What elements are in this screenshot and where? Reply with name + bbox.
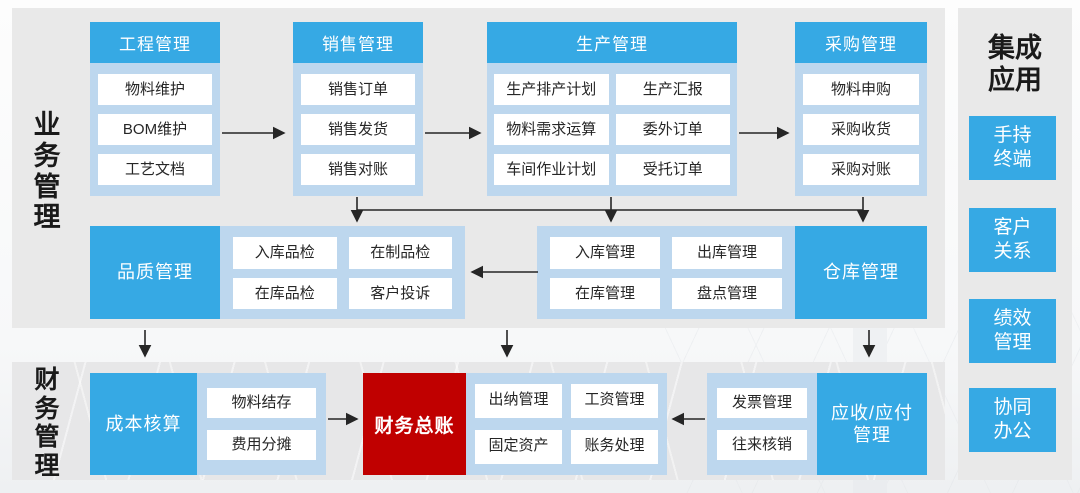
integration-handheld-terminal: 手持 终端 [969,116,1056,180]
item-outsourcing-order: 委外订单 [615,114,730,145]
item-production-scheduling: 生产排产计划 [494,74,609,105]
production-items-left: 生产排产计划 物料需求运算 车间作业计划 [494,65,609,194]
integration-customer-relations: 客户 关系 [969,208,1056,272]
performance-line2: 管理 [993,332,1032,353]
item-purchase-reconciliation: 采购对账 [803,154,919,185]
item-material-balance: 物料结存 [207,388,316,419]
receivable-payable-line2: 管理 [853,425,891,445]
production-items-right: 生产汇报 委外订单 受托订单 [615,65,730,194]
item-incoming-inspection: 入库品检 [233,237,337,269]
receivable-payable-line1: 应收/应付 [830,402,913,423]
production-module-group: 生产管理 生产排产计划 物料需求运算 车间作业计划 生产汇报 委外订单 受托订单 [487,22,737,196]
item-sales-order: 销售订单 [301,74,415,105]
item-invoice-management: 发票管理 [717,388,807,419]
warehouse-items-container: 入库管理 出库管理 在库管理 盘点管理 [537,226,795,319]
office-line2: 办公 [993,421,1032,442]
purchasing-module-group: 采购管理 物料申购 采购收货 采购对账 [795,22,927,196]
finance-section-label: 财务管理 [34,366,60,480]
general-ledger-block: 财务总账 [363,373,466,475]
sales-items: 销售订单 销售发货 销售对账 [293,63,423,196]
item-material-maintenance: 物料维护 [98,74,212,105]
performance-line1: 绩效 [993,308,1032,330]
quality-items-container: 入库品检 在制品检 在库品检 客户投诉 [220,226,465,319]
handheld-line2: 终端 [993,149,1032,170]
item-inprocess-inspection: 在制品检 [348,237,452,269]
item-customer-complaint: 客户投诉 [348,277,452,309]
engineering-items: 物料维护 BOM维护 工艺文档 [90,63,220,196]
purchasing-items: 物料申购 采购收货 采购对账 [795,63,927,196]
sales-header: 销售管理 [293,22,423,63]
engineering-header: 工程管理 [90,22,220,63]
crm-line1: 客户 [993,217,1032,239]
purchasing-header: 采购管理 [795,22,927,63]
sales-module-group: 销售管理 销售订单 销售发货 销售对账 [293,22,423,196]
receivable-payable-items-container: 发票管理 往来核销 [707,373,817,475]
item-fixed-assets: 固定资产 [475,430,562,464]
integration-title-line2: 应用 [988,65,1042,96]
item-payroll-management: 工资管理 [571,384,658,418]
engineering-module-group: 工程管理 物料维护 BOM维护 工艺文档 [90,22,220,196]
item-sales-delivery: 销售发货 [301,114,415,145]
item-process-documents: 工艺文档 [98,154,212,185]
cost-items-container: 物料结存 费用分摊 [197,373,326,475]
item-transaction-writeoff: 往来核销 [717,429,807,460]
cost-accounting-block: 成本核算 [90,373,197,475]
item-outbound-management: 出库管理 [672,237,782,269]
business-section-label: 业务管理 [33,110,61,233]
integration-title-line1: 集成 [988,33,1042,63]
handheld-line1: 手持 [993,125,1032,147]
item-shopfloor-plan: 车间作业计划 [494,154,609,185]
production-header: 生产管理 [487,22,737,63]
production-items: 生产排产计划 物料需求运算 车间作业计划 生产汇报 委外订单 受托订单 [487,63,737,196]
item-stocktaking-management: 盘点管理 [672,277,782,309]
item-accounting-processing: 账务处理 [571,430,658,464]
item-material-requisition: 物料申购 [803,74,919,105]
item-stock-management: 在库管理 [550,277,660,309]
office-line1: 协同 [993,397,1032,419]
integration-performance-management: 绩效 管理 [969,299,1056,363]
warehouse-management-block: 仓库管理 [795,226,927,319]
item-purchase-receiving: 采购收货 [803,114,919,145]
ledger-items-container: 出纳管理 工资管理 固定资产 账务处理 [466,373,667,475]
item-consignment-order: 受托订单 [615,154,730,185]
integration-panel-title: 集成 应用 [958,32,1072,97]
item-inbound-management: 入库管理 [550,237,660,269]
item-bom-maintenance: BOM维护 [98,114,212,145]
quality-management-block: 品质管理 [90,226,220,319]
item-instock-inspection: 在库品检 [233,277,337,309]
item-mrp-calculation: 物料需求运算 [494,114,609,145]
item-cashier-management: 出纳管理 [475,384,562,418]
item-expense-allocation: 费用分摊 [207,429,316,460]
item-production-report: 生产汇报 [615,74,730,105]
crm-line2: 关系 [993,241,1032,262]
item-sales-reconciliation: 销售对账 [301,154,415,185]
integration-collaborative-office: 协同 办公 [969,388,1056,452]
receivable-payable-block: 应收/应付 管理 [817,373,927,475]
